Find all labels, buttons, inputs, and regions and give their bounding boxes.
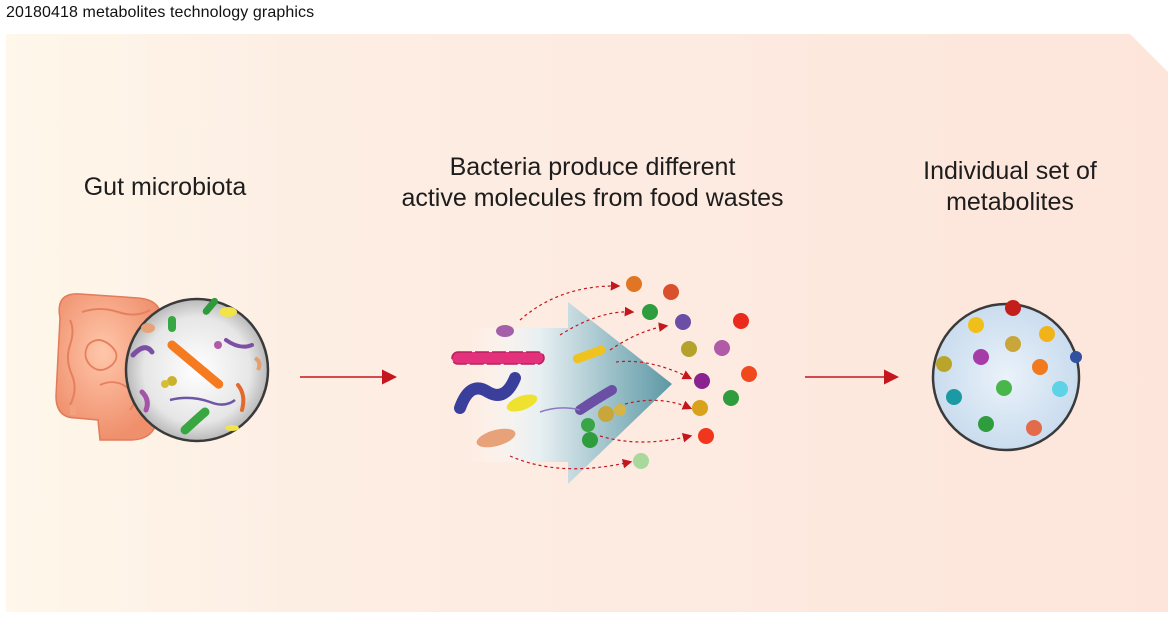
process-chevron bbox=[470, 302, 672, 484]
molecule-sphere-icon bbox=[936, 300, 1082, 436]
document-title: 20180418 metabolites technology graphics bbox=[6, 4, 315, 21]
bacteria-icon bbox=[130, 297, 262, 435]
molecule-flow-lines bbox=[509, 281, 693, 470]
metabolites-label-line1: Individual set of bbox=[923, 157, 1097, 185]
metabolite-pool-circle bbox=[931, 300, 1082, 452]
bacteria-icon bbox=[451, 325, 626, 448]
bacteria-stage-label: Bacteria produce different active molecu… bbox=[370, 152, 815, 214]
gut-label-text: Gut microbiota bbox=[83, 173, 247, 201]
gut-microbiota-label: Gut microbiota bbox=[60, 172, 270, 203]
magnifier-circle-icon bbox=[124, 297, 270, 443]
metabolites-stage-label: Individual set of metabolites bbox=[895, 156, 1125, 218]
bacteria-label-line2: active molecules from food wastes bbox=[401, 184, 784, 212]
molecule-sphere-icon bbox=[626, 276, 757, 469]
bacteria-label-line1: Bacteria produce different bbox=[449, 153, 736, 181]
metabolites-label-line2: metabolites bbox=[946, 188, 1074, 216]
